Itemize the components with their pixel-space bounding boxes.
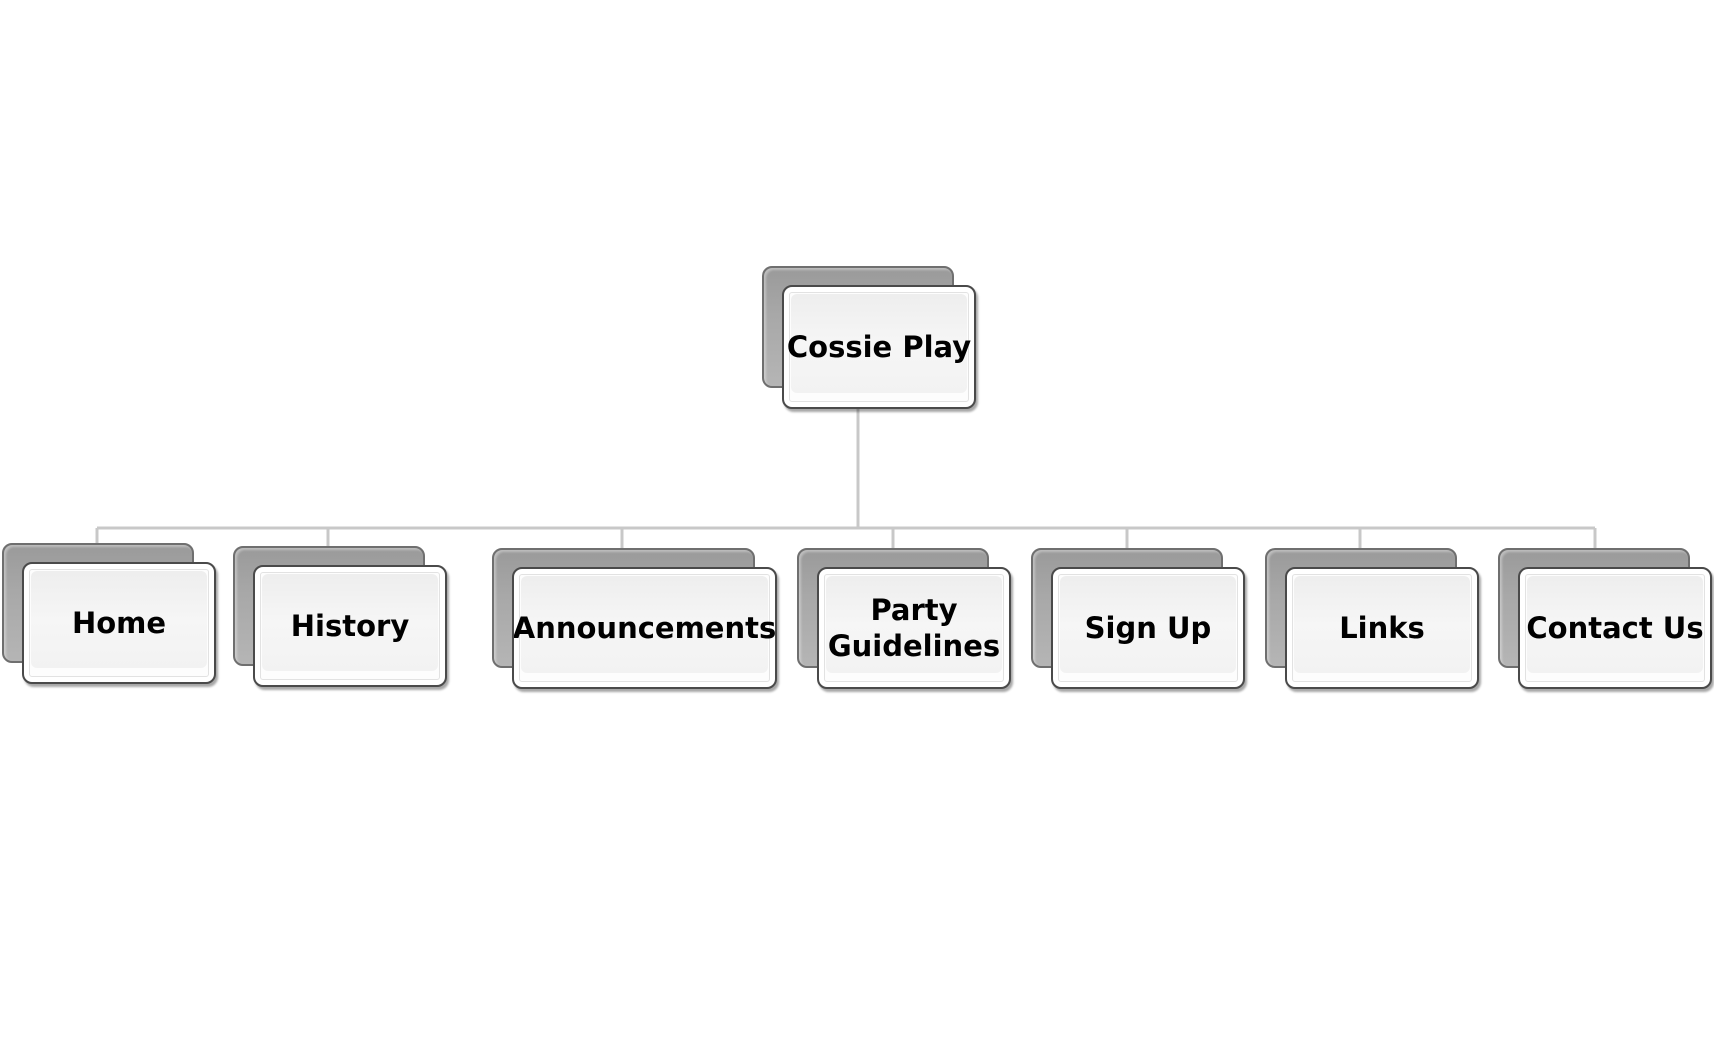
child-node-sign-up-label: Sign Up: [1084, 611, 1212, 645]
child-node-history-card: History: [253, 565, 447, 687]
child-node-party-guidelines-card: Party Guidelines: [817, 567, 1011, 689]
child-node-links-card: Links: [1285, 567, 1479, 689]
child-node-announcements-card: Announcements: [512, 567, 777, 689]
root-node-label: Cossie Play: [786, 330, 972, 364]
child-node-party-guidelines-label: Party Guidelines: [827, 593, 1001, 663]
child-node-sign-up-card: Sign Up: [1051, 567, 1245, 689]
child-node-contact-us-card: Contact Us: [1518, 567, 1712, 689]
root-node-card: Cossie Play: [782, 285, 976, 409]
child-node-links-label: Links: [1339, 611, 1425, 645]
child-node-home-card: Home: [22, 562, 216, 684]
child-node-announcements-label: Announcements: [512, 611, 777, 645]
child-node-history-label: History: [290, 609, 410, 643]
child-node-contact-us-label: Contact Us: [1526, 611, 1704, 645]
child-node-home-label: Home: [71, 606, 167, 640]
